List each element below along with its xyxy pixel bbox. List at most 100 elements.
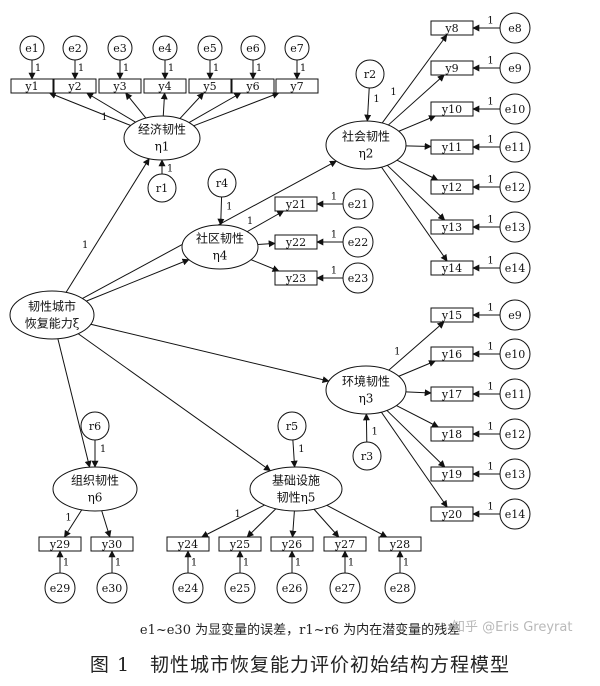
residual-r5-label: r5 bbox=[286, 420, 298, 433]
loading-eta6-y29 bbox=[64, 509, 83, 538]
path-e30-to-y30-label: 1 bbox=[115, 558, 121, 569]
loading-eta4-y22 bbox=[257, 240, 276, 248]
indicator-y25 bbox=[218, 536, 262, 552]
indicator-y14 bbox=[430, 260, 474, 276]
indicator-y5 bbox=[188, 78, 232, 94]
path-e24-to-y24-label: 1 bbox=[191, 558, 197, 569]
error-e4-y4 bbox=[152, 35, 178, 61]
indicator-y2 bbox=[53, 78, 97, 94]
error-e6-y6-label: e6 bbox=[246, 42, 260, 55]
loading-eta2-y9 bbox=[387, 74, 445, 126]
indicator-y17-label: y17 bbox=[441, 388, 462, 401]
path-e2-to-y2-label: 1 bbox=[78, 63, 84, 74]
latent-eta6-label-2: η6 bbox=[88, 491, 103, 505]
residual-r6 bbox=[80, 411, 110, 441]
residual-r2-label: r2 bbox=[364, 68, 376, 81]
loading-eta4-y21-label: 1 bbox=[247, 216, 253, 227]
path-r5-to-eta5-label: 1 bbox=[298, 444, 304, 455]
loading-eta5-y27 bbox=[313, 508, 340, 538]
error-e30-y30 bbox=[96, 572, 128, 604]
loading-eta2-y13 bbox=[386, 164, 446, 221]
loading-eta5-y24 bbox=[201, 504, 265, 538]
path-e13-to-y19-label: 1 bbox=[487, 462, 493, 473]
loading-eta2-y8 bbox=[381, 34, 448, 124]
error-e14-y20-label: e14 bbox=[505, 508, 526, 521]
path-r4-to-eta4 bbox=[217, 196, 225, 226]
latent-eta5-label-2: 韧性η5 bbox=[277, 491, 316, 505]
error-e9-y15 bbox=[499, 299, 531, 331]
indicator-y21 bbox=[274, 196, 318, 212]
error-e22-y22 bbox=[342, 226, 374, 258]
indicator-y4-label: y4 bbox=[157, 80, 171, 93]
error-e6-y6 bbox=[240, 35, 266, 61]
latent-eta1-label-2: η1 bbox=[155, 140, 170, 154]
error-e23-y23-label: e23 bbox=[348, 272, 369, 285]
latent-eta6 bbox=[52, 466, 138, 512]
loading-eta1-y1 bbox=[48, 92, 131, 126]
loading-eta3-y20 bbox=[380, 411, 448, 508]
indicator-y23-label: y23 bbox=[285, 272, 306, 285]
error-e1-y1 bbox=[19, 35, 45, 61]
loading-eta1-y6 bbox=[188, 92, 242, 123]
path-r2-to-eta2 bbox=[364, 87, 372, 122]
path-e14-to-y20-label: 1 bbox=[487, 502, 493, 513]
path-e12-to-y12-label: 1 bbox=[487, 175, 493, 186]
indicator-y18 bbox=[430, 426, 474, 442]
indicator-y17 bbox=[430, 386, 474, 402]
indicator-y16 bbox=[430, 346, 474, 362]
residual-r3 bbox=[352, 441, 382, 471]
latent-eta5 bbox=[249, 466, 343, 512]
indicator-y2-label: y2 bbox=[67, 80, 81, 93]
error-e10-y16-label: e10 bbox=[505, 348, 526, 361]
indicator-y28 bbox=[378, 536, 422, 552]
path-e11-to-y17-label: 1 bbox=[487, 382, 493, 393]
error-e12-y12-label: e12 bbox=[505, 181, 526, 194]
indicator-y28-label: y28 bbox=[389, 538, 410, 551]
path-xi-to-eta1 bbox=[65, 158, 150, 293]
latent-eta1-label-1: 经济韧性 bbox=[138, 122, 186, 137]
error-e12-y18 bbox=[499, 418, 531, 450]
loading-eta1-y2 bbox=[86, 92, 136, 123]
indicator-y4 bbox=[143, 78, 187, 94]
watermark: 知乎 @Eris Greyrat bbox=[452, 620, 573, 635]
indicator-y21-label: y21 bbox=[285, 198, 306, 211]
loading-eta4-y23 bbox=[250, 259, 280, 272]
latent-eta1 bbox=[123, 115, 201, 161]
path-r6-to-eta6-label: 1 bbox=[100, 444, 106, 455]
indicator-y24-label: y24 bbox=[177, 538, 198, 551]
latent-eta4 bbox=[181, 224, 259, 270]
path-e3-to-y3-label: 1 bbox=[123, 63, 129, 74]
error-e12-y18-label: e12 bbox=[505, 428, 526, 441]
latent-eta6-label-1: 组织韧性 bbox=[71, 474, 119, 488]
indicator-y15-label: y15 bbox=[441, 309, 462, 322]
indicator-y8-label: y8 bbox=[444, 22, 458, 35]
loading-eta3-y18 bbox=[396, 405, 439, 428]
error-e21-y21-label: e21 bbox=[348, 198, 369, 211]
indicator-y25-label: y25 bbox=[229, 538, 250, 551]
indicator-y20-label: y20 bbox=[441, 508, 462, 521]
error-e24-y24-label: e24 bbox=[178, 582, 199, 595]
path-e10-to-y16-label: 1 bbox=[487, 342, 493, 353]
loading-eta2-y10 bbox=[398, 115, 436, 132]
indicator-y26 bbox=[270, 536, 314, 552]
indicator-y20 bbox=[430, 506, 474, 522]
indicator-y11-label: y11 bbox=[441, 141, 462, 154]
error-e11-y17 bbox=[499, 378, 531, 410]
latent-eta5-label-1: 基础设施 bbox=[272, 474, 320, 488]
path-e11-to-y11-label: 1 bbox=[487, 135, 493, 146]
error-e29-y29 bbox=[44, 572, 76, 604]
error-e22-y22-label: e22 bbox=[348, 236, 369, 249]
path-e23-to-y23-label: 1 bbox=[331, 266, 337, 277]
path-e14-to-y14-label: 1 bbox=[487, 256, 493, 267]
residual-r3-label: r3 bbox=[361, 450, 373, 463]
loading-eta3-y17 bbox=[405, 389, 432, 397]
indicator-y22-label: y22 bbox=[285, 236, 306, 249]
path-r2-to-eta2-label: 1 bbox=[373, 94, 379, 105]
error-e14-y14 bbox=[499, 252, 531, 284]
error-e2-y2-label: e2 bbox=[68, 42, 82, 55]
residual-r1 bbox=[147, 173, 177, 203]
path-e8-to-y8-label: 1 bbox=[487, 16, 493, 27]
residual-r1-label: r1 bbox=[156, 182, 168, 195]
path-e27-to-y27-label: 1 bbox=[348, 558, 354, 569]
